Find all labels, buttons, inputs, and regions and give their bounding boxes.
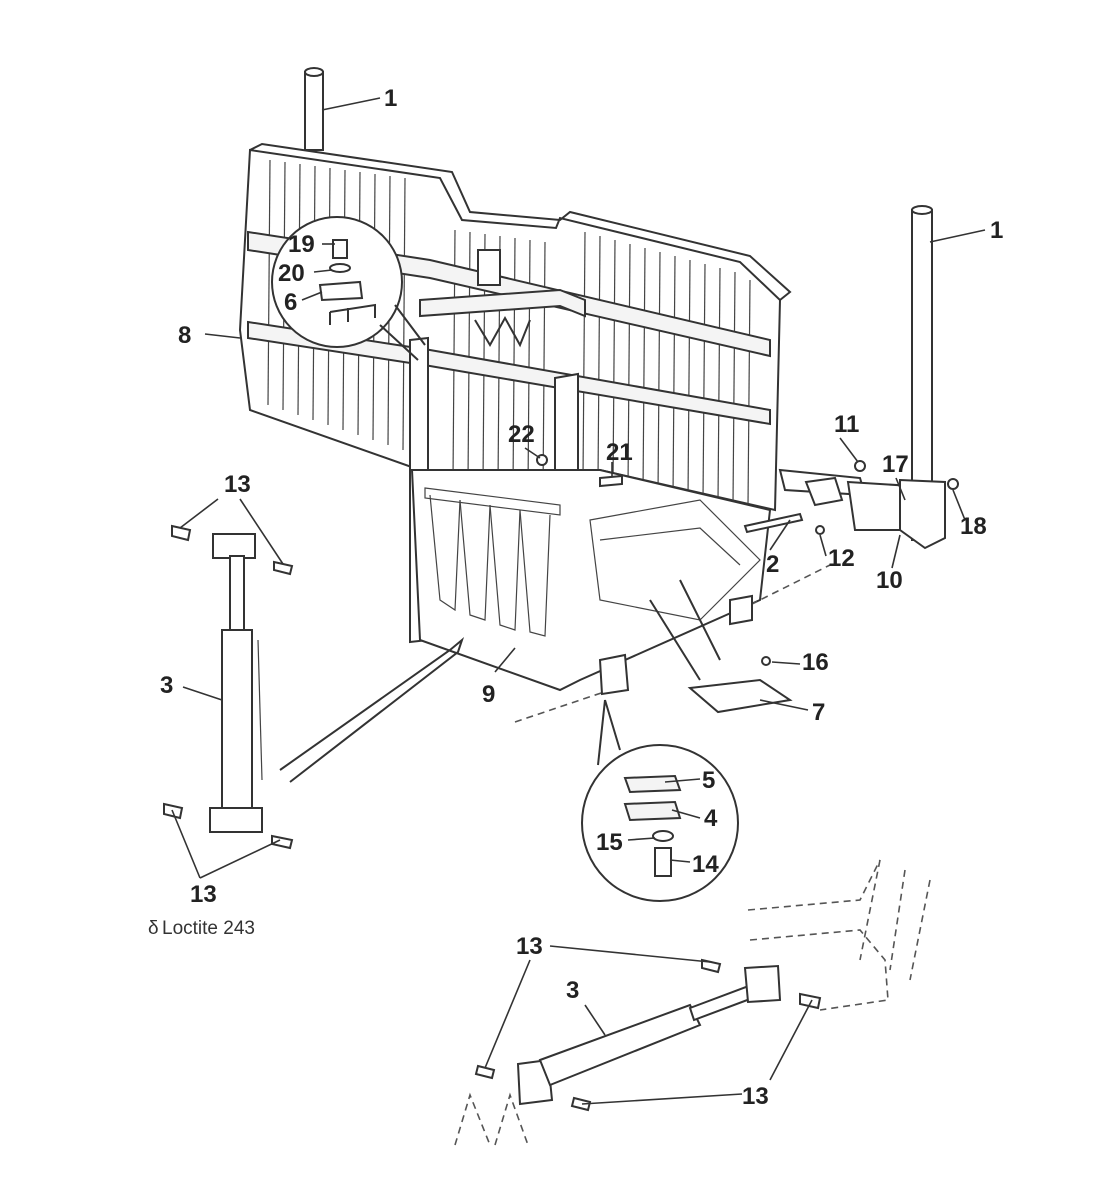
callout-1-left: 1	[384, 85, 397, 112]
grille-frame	[238, 142, 922, 723]
post-left	[304, 67, 324, 151]
nut-11	[854, 460, 866, 472]
callout-19: 19	[288, 231, 315, 258]
pin-2	[743, 512, 804, 534]
callout-labels: 1 1 8 19 20 6 11 17 18 22 21 2 12 10 16 …	[160, 85, 1003, 1110]
bolt-12	[815, 525, 825, 535]
bolt-16	[761, 656, 771, 666]
callout-2: 2	[766, 551, 779, 578]
callout-15: 15	[596, 829, 623, 856]
bolt-18	[947, 478, 959, 490]
callout-14: 14	[692, 851, 719, 878]
detail-circle-lower	[581, 699, 739, 902]
callout-21: 21	[606, 439, 633, 466]
callout-7: 7	[812, 699, 825, 726]
loctite-label: Loctite 243	[162, 918, 255, 939]
post-right	[899, 205, 946, 550]
callout-18: 18	[960, 513, 987, 540]
callout-1-right: 1	[990, 217, 1003, 244]
callout-3-lower: 3	[566, 977, 579, 1004]
leader-lines	[171, 97, 986, 1105]
cylinder-lower	[454, 859, 931, 1146]
loctite-note: δ Loctite 243	[148, 918, 255, 939]
cylinder-left	[163, 524, 294, 850]
callout-17: 17	[882, 451, 909, 478]
detail-circle-upper	[271, 216, 426, 361]
callout-9: 9	[482, 681, 495, 708]
bolt-21	[599, 474, 623, 488]
callout-13-bottom-left: 13	[190, 881, 217, 908]
loctite-symbol: δ	[148, 918, 159, 939]
arrow-left	[279, 636, 465, 783]
callout-13-lower-top: 13	[516, 933, 543, 960]
callout-10: 10	[876, 567, 903, 594]
callout-22: 22	[508, 421, 535, 448]
callout-20: 20	[278, 260, 305, 287]
callout-16: 16	[802, 649, 829, 676]
callout-13-top-left: 13	[224, 471, 251, 498]
tines	[424, 487, 561, 637]
callout-13-lower-bottom: 13	[742, 1083, 769, 1110]
callout-12: 12	[828, 545, 855, 572]
callout-3-left: 3	[160, 672, 173, 699]
callout-8: 8	[178, 322, 191, 349]
callout-11: 11	[834, 411, 859, 438]
plate-7	[687, 678, 793, 714]
callout-4: 4	[704, 805, 718, 832]
callout-6: 6	[284, 289, 297, 316]
callout-5: 5	[702, 767, 715, 794]
